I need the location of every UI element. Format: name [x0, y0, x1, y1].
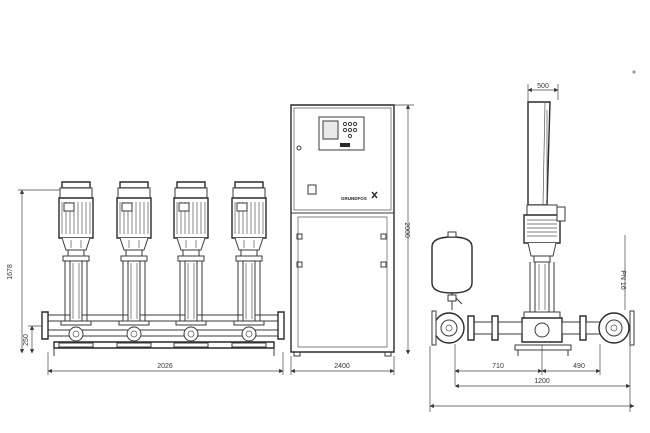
- control-panel-front-view: GRUNDFOS: [291, 105, 414, 375]
- dim-2000: 2000: [403, 222, 410, 238]
- dim-2026: 2026: [157, 363, 173, 370]
- dim-1678: 1678: [7, 264, 14, 280]
- side-view: [430, 84, 634, 412]
- dim-500: 500: [537, 83, 549, 90]
- dim-710: 710: [492, 363, 504, 370]
- pump-row-front-view: [18, 181, 284, 375]
- grundfos-logo: GRUNDFOS: [341, 196, 367, 201]
- pump-unit-3: [173, 181, 209, 348]
- pump-unit-1: [58, 181, 94, 348]
- dim-1200: 1200: [534, 378, 550, 385]
- pressure-rating-label: PN 16: [619, 270, 626, 290]
- dim-490: 490: [573, 363, 585, 370]
- pump-unit-2: [116, 181, 152, 348]
- pump-unit-4: [231, 181, 267, 348]
- dim-250: 250: [23, 334, 30, 346]
- dim-2400: 2400: [334, 363, 350, 370]
- diaphragm-tank: [432, 232, 472, 310]
